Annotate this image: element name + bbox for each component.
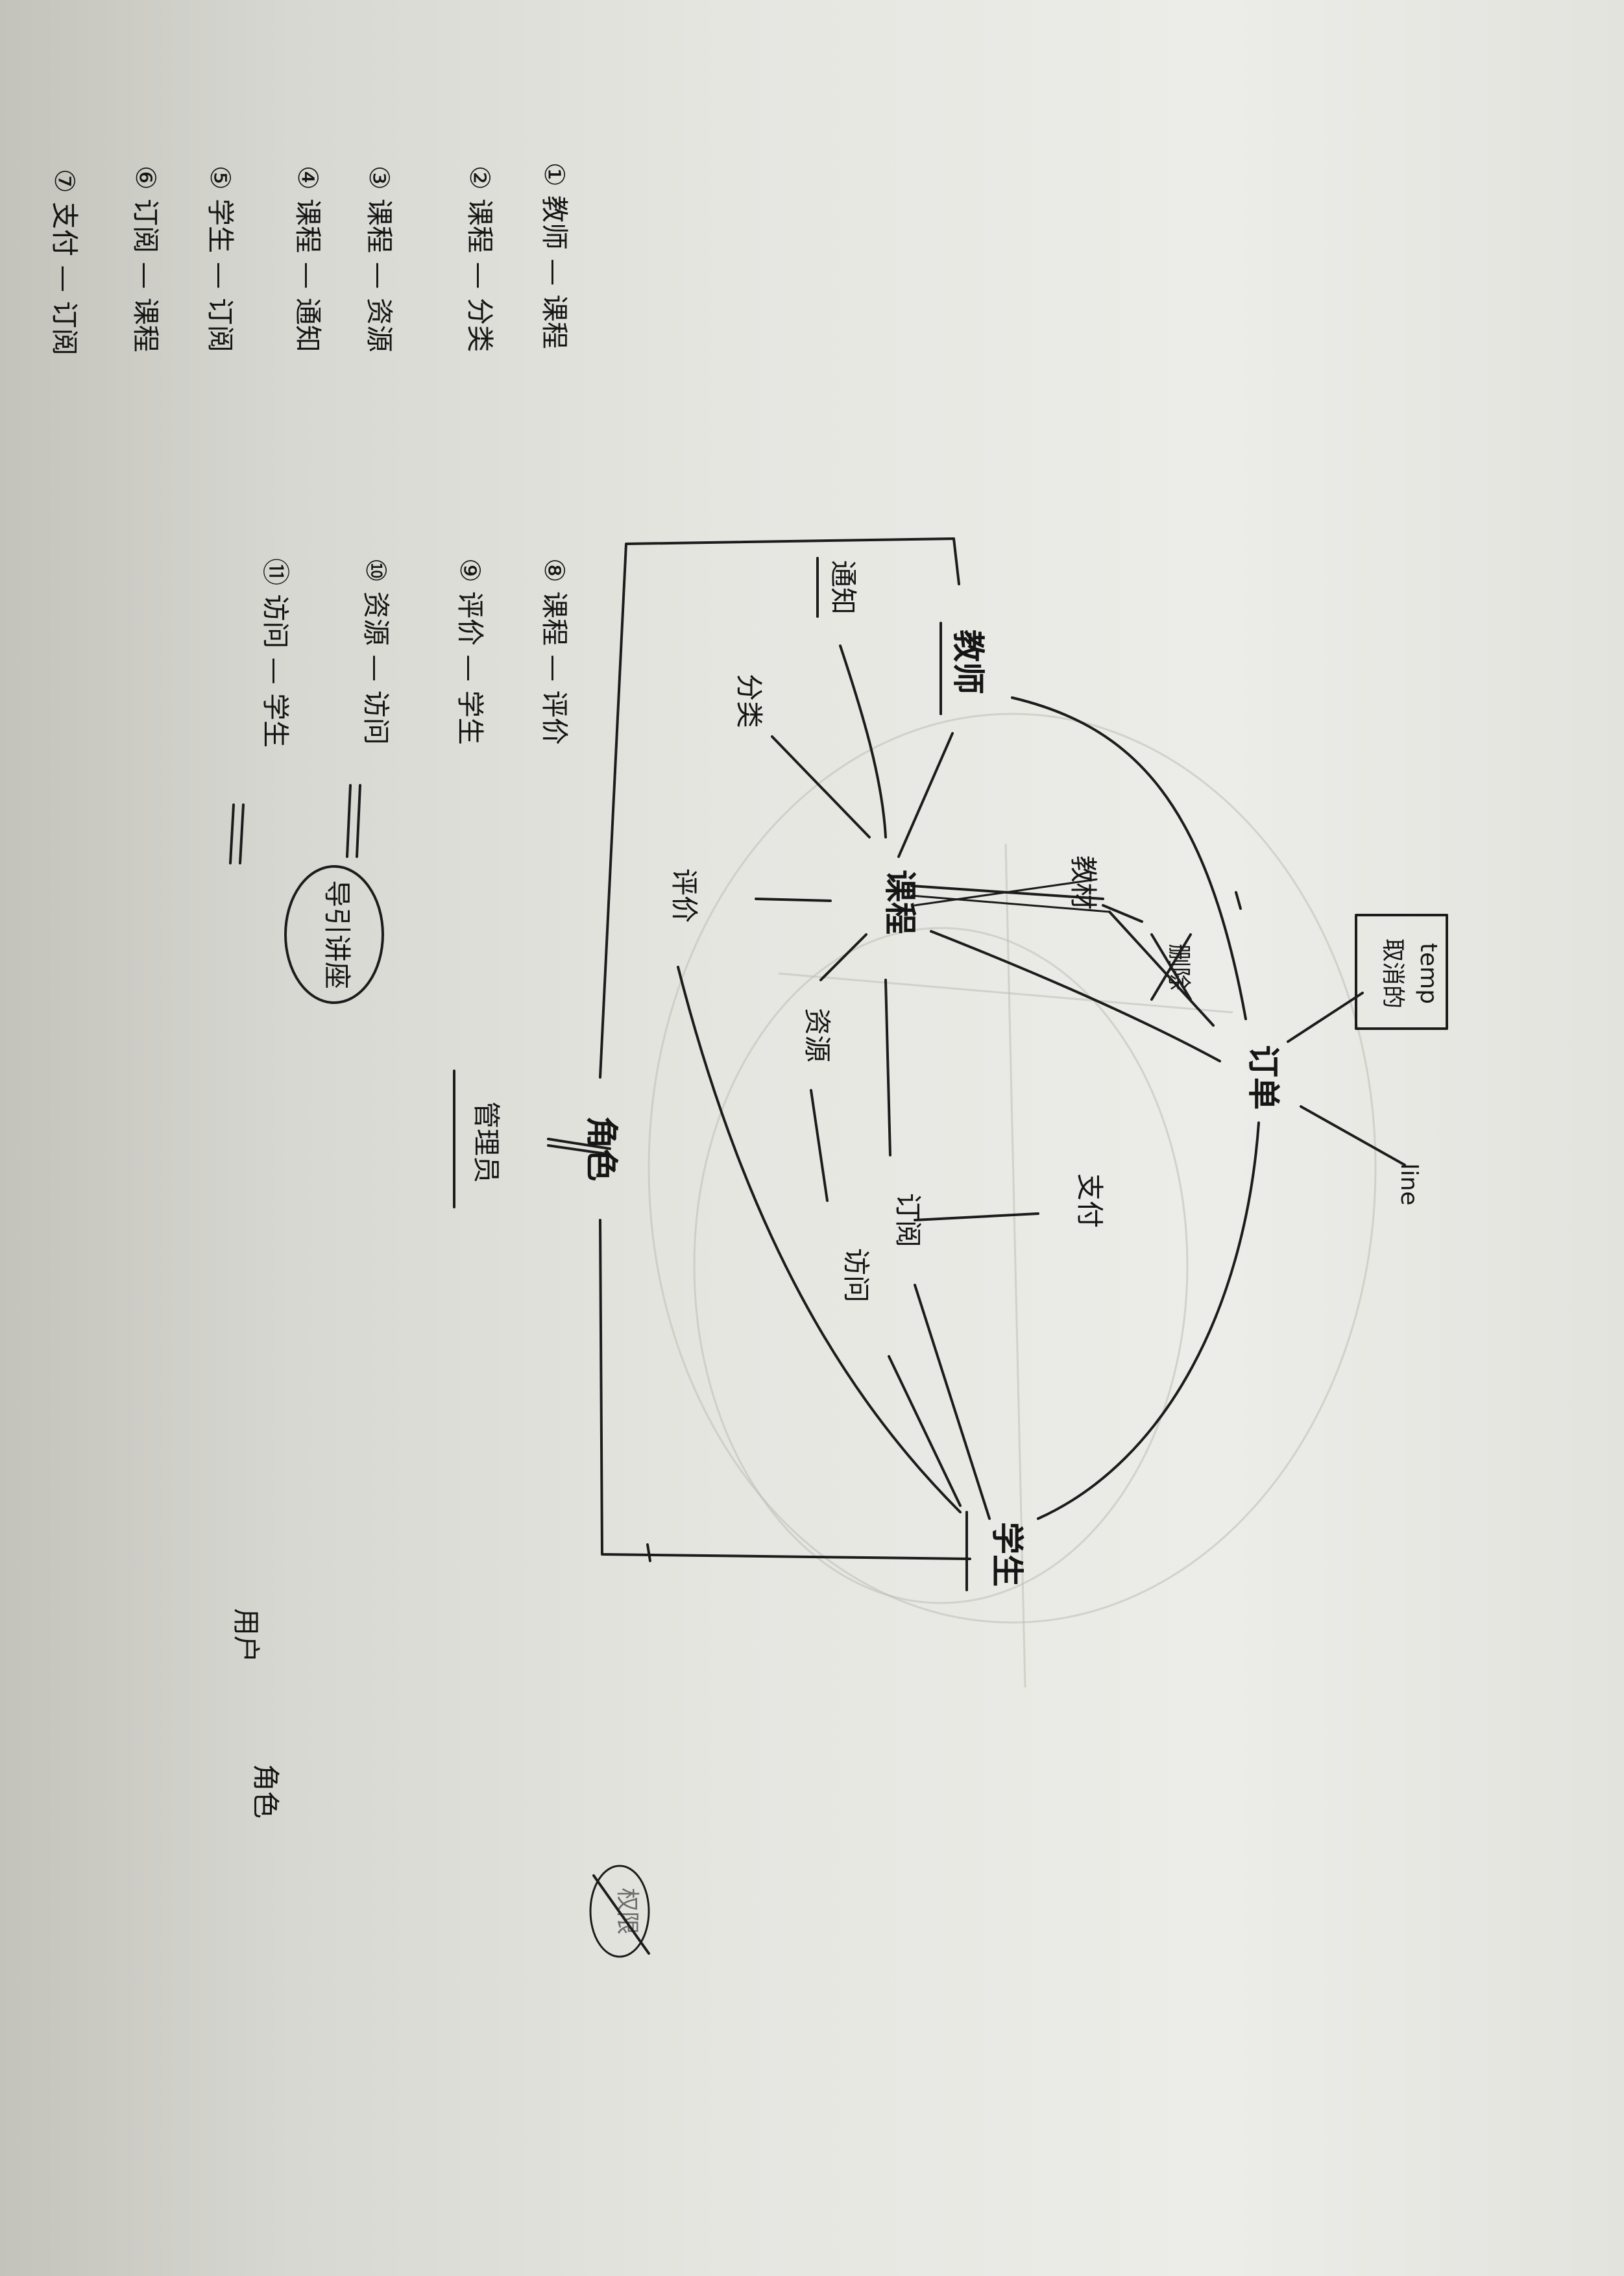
relation-6: ⑥ 订阅 — 课程 <box>130 165 162 352</box>
relation-3: ③ 课程 — 资源 <box>363 165 395 352</box>
edge-course-purchase <box>884 979 891 1156</box>
node-access: 访问 <box>840 1248 872 1303</box>
relation-2: ② 课程 — 分类 <box>464 165 496 352</box>
relation-1: ① 教师 — 课程 <box>539 162 570 349</box>
edge-course-category <box>771 735 871 838</box>
corner-permission-crossed: 权限 <box>589 1865 650 1958</box>
edge-role-admin <box>547 1138 611 1150</box>
node-labels: 教师 课程 订单 学生 订阅 资源 通知 分类 评价 访问 教材 删除 支付 t… <box>284 557 1448 1591</box>
node-resource: 资源 <box>801 1008 833 1062</box>
corner-role: 角色 <box>250 1764 282 1818</box>
edge-order-student <box>1037 1121 1260 1520</box>
node-role: 角色 <box>583 1116 620 1181</box>
edge-teacher-order <box>1011 696 1247 1020</box>
relation-10: ⑩ 资源 — 访问 <box>360 558 392 745</box>
edge-course-notice <box>839 644 887 838</box>
node-purchase: 订阅 <box>892 1193 924 1247</box>
edge-course-comment <box>755 898 832 902</box>
show-through-ghost <box>648 713 1377 1688</box>
edge-teacher-course <box>897 732 954 858</box>
node-student: 学生 <box>988 1522 1026 1587</box>
node-admin: 管理员 <box>453 1070 502 1208</box>
role-frame <box>599 537 971 1562</box>
edge-resource-access <box>810 1089 829 1202</box>
edge-order-temp <box>1287 992 1364 1043</box>
relation-4: ④ 课程 — 通知 <box>292 165 324 352</box>
edge-payment-purchase <box>914 1212 1039 1221</box>
relation-7: ⑦ 支付 — 订阅 <box>49 169 80 356</box>
corner-words: 用户 角色 权限 <box>230 1608 650 1958</box>
edge-access-student <box>888 1355 962 1507</box>
svg-text:导引讲座: 导引讲座 <box>321 880 353 989</box>
relation-8: ⑧ 课程 — 评价 <box>539 558 570 745</box>
temp-label: temp <box>1415 943 1442 1004</box>
corner-user: 用户 <box>230 1608 262 1663</box>
node-lecture: 导引讲座 <box>284 865 384 1004</box>
node-material: 教材 <box>1067 855 1099 910</box>
node-course: 课程 <box>881 870 919 935</box>
edge-order-line <box>1300 1105 1406 1166</box>
edge-course-order <box>930 930 1221 1062</box>
node-category: 分类 <box>733 674 765 728</box>
node-notice: 通知 <box>827 560 859 615</box>
relation-11: ⑪ 访问 — 学生 <box>260 558 291 748</box>
edge-purchase-student <box>914 1284 991 1520</box>
node-temp-box: temp 取消的 <box>1355 914 1448 1030</box>
node-teacher: 教师 <box>949 630 987 694</box>
svg-text:管理员: 管理员 <box>470 1101 502 1183</box>
temp-order-label: 取消的 <box>1379 938 1406 1009</box>
node-delete: 删除 <box>1150 933 1192 1001</box>
node-order: 订单 <box>1244 1045 1282 1110</box>
node-payment: 支付 <box>1074 1173 1106 1228</box>
edge-comment-student <box>677 966 962 1513</box>
edges <box>547 644 1406 1520</box>
edge-course-resource <box>819 933 867 981</box>
relation-9: ⑨ 评价 — 学生 <box>454 558 486 745</box>
node-comment: 评价 <box>668 868 700 923</box>
node-line: line <box>1396 1164 1422 1206</box>
relation-list: ① 教师 — 课程 ② 课程 — 分类 ③ 课程 — 资源 ④ 课程 — 通知 … <box>49 162 570 864</box>
svg-text:删除: 删除 <box>1165 944 1192 990</box>
relation-5: ⑤ 学生 — 订阅 <box>204 165 236 352</box>
